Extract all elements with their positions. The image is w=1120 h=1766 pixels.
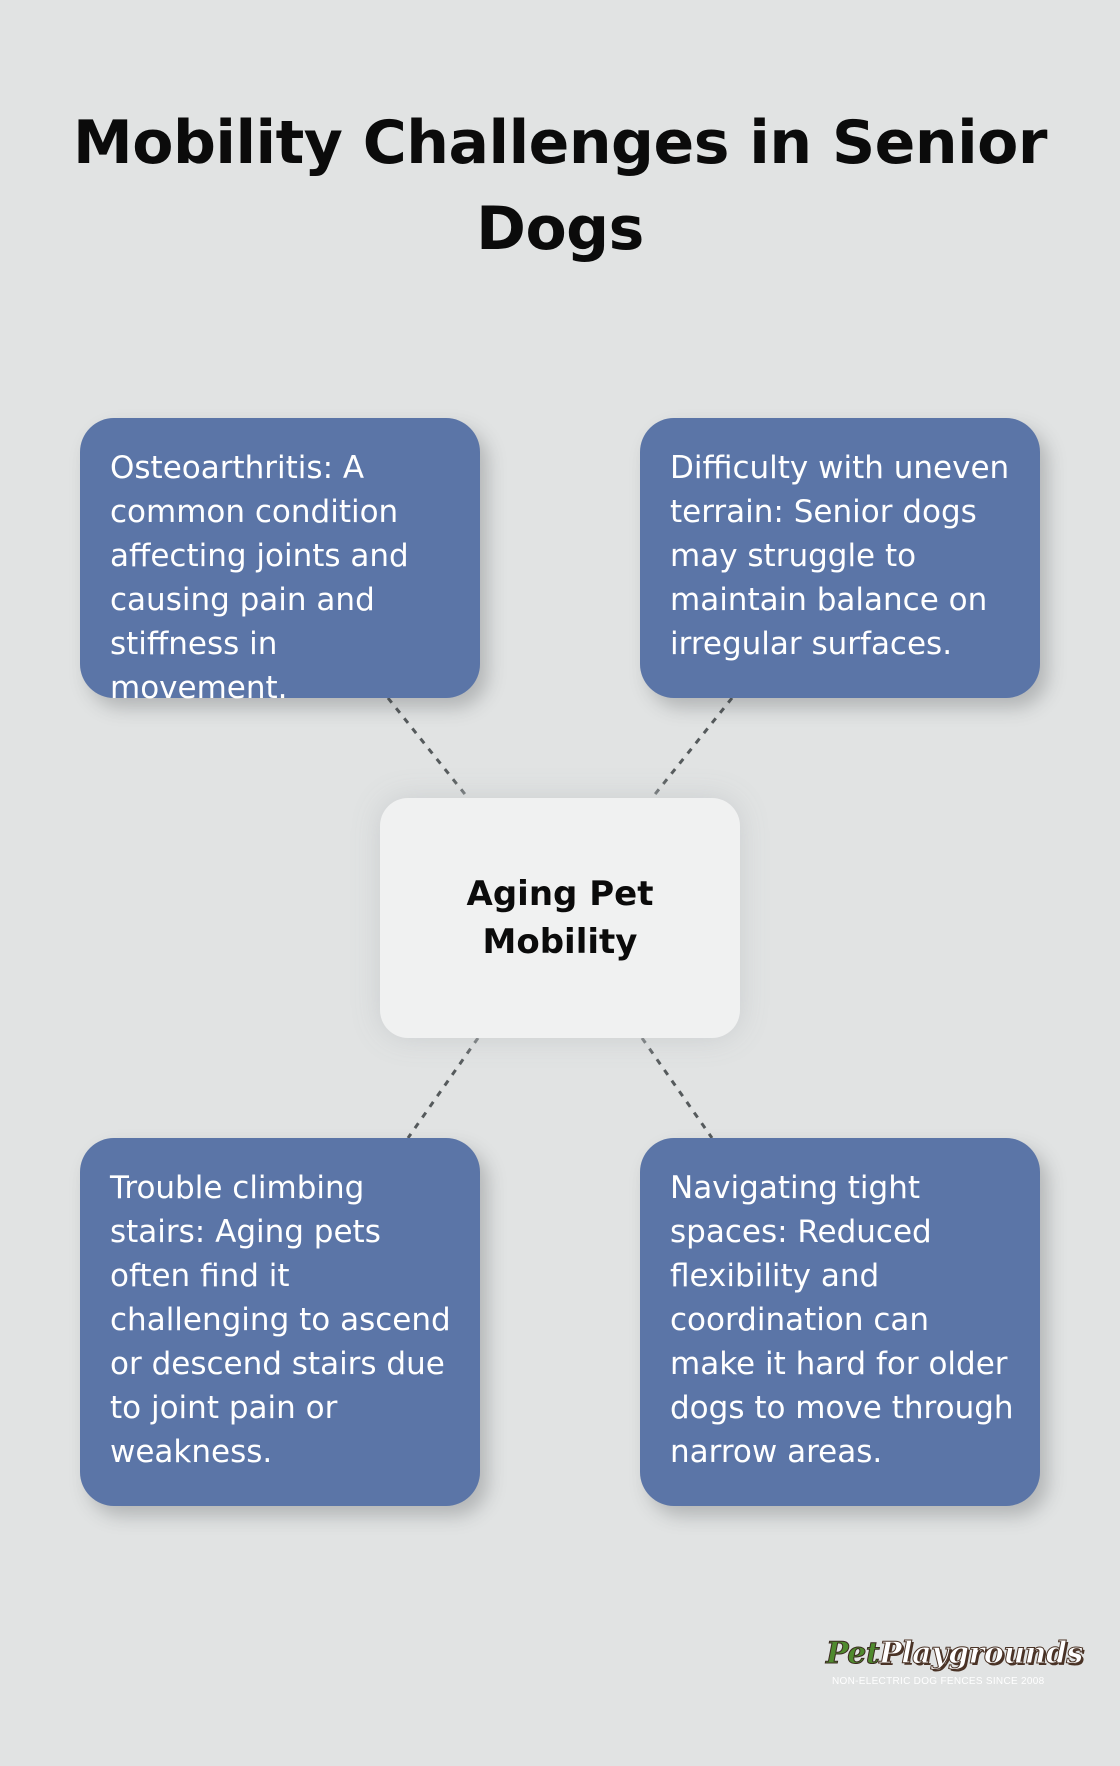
- node-text: Difficulty with uneven terrain: Senior d…: [670, 450, 1010, 662]
- node-tight-spaces: Navigating tight spaces: Reduced flexibi…: [640, 1138, 1040, 1506]
- brand-logo: PetPlaygrounds NON-ELECTRIC DOG FENCES S…: [825, 1636, 1083, 1696]
- connector-top-right: [650, 697, 734, 799]
- connector-top-left: [386, 697, 470, 799]
- connector-bottom-right: [640, 1037, 714, 1139]
- central-node: Aging Pet Mobility: [380, 798, 740, 1038]
- node-text: Osteoarthritis: A common condition affec…: [110, 450, 409, 706]
- node-climbing-stairs: Trouble climbing stairs: Aging pets ofte…: [80, 1138, 480, 1506]
- logo-word-pet: Pet: [825, 1636, 880, 1672]
- node-text: Navigating tight spaces: Reduced flexibi…: [670, 1170, 1014, 1470]
- node-text: Trouble climbing stairs: Aging pets ofte…: [110, 1170, 451, 1470]
- node-uneven-terrain: Difficulty with uneven terrain: Senior d…: [640, 418, 1040, 698]
- logo-word-playgrounds: Playgrounds: [879, 1636, 1084, 1672]
- central-node-label: Aging Pet Mobility: [466, 874, 654, 962]
- diagram-title: Mobility Challenges in Senior Dogs: [73, 108, 1047, 264]
- node-osteoarthritis: Osteoarthritis: A common condition affec…: [80, 418, 480, 706]
- connector-bottom-left: [406, 1037, 480, 1139]
- logo-wordmark: PetPlaygrounds: [825, 1636, 1083, 1672]
- logo-tagline: NON-ELECTRIC DOG FENCES SINCE 2008: [832, 1676, 1045, 1687]
